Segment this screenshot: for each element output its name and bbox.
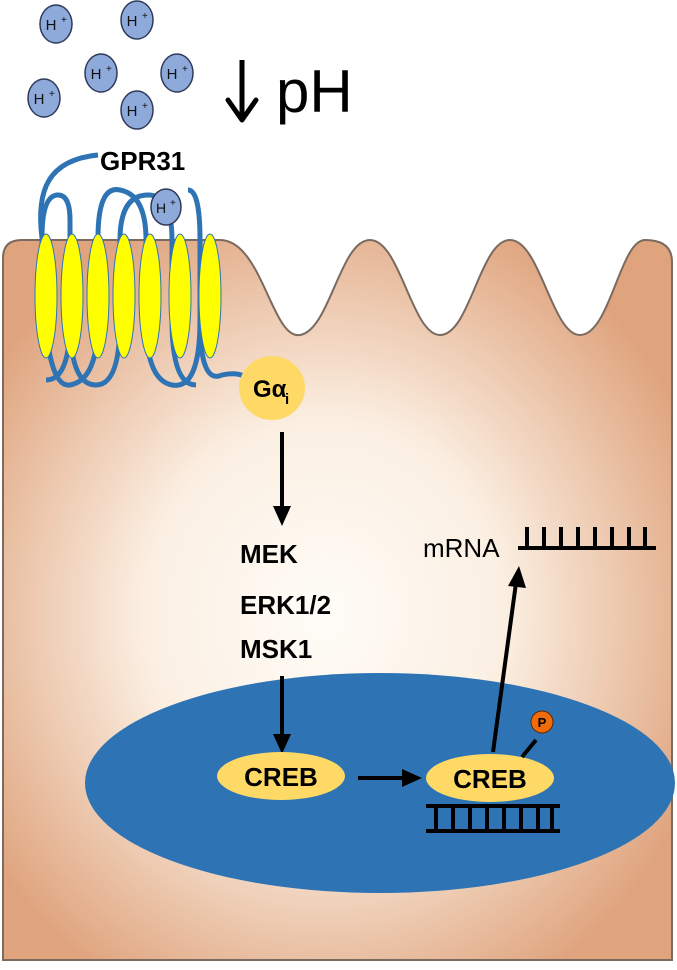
helix-2 bbox=[60, 233, 84, 359]
h-ion: H + bbox=[160, 53, 194, 93]
nucleus bbox=[85, 673, 675, 893]
h-ion-charge: + bbox=[49, 89, 55, 100]
h-ion-charge: + bbox=[142, 101, 148, 112]
h-ion-label: H bbox=[91, 66, 102, 83]
arrow-head-icon bbox=[273, 734, 291, 754]
helix-6 bbox=[168, 233, 192, 359]
proton-ions: H + H + H + H + H + H + H bbox=[27, 0, 194, 226]
ph-label: pH bbox=[276, 58, 353, 125]
arrow-head-icon bbox=[273, 506, 291, 526]
creb-right-label: CREB bbox=[453, 764, 527, 794]
helix-7 bbox=[198, 233, 222, 359]
kinase-erk: ERK1/2 bbox=[240, 590, 331, 620]
phospho-bond bbox=[520, 738, 538, 759]
g-alpha-i: Gα i bbox=[239, 356, 305, 420]
creb-phosphorylated: CREB P bbox=[426, 710, 554, 802]
h-ion-charge: + bbox=[106, 64, 112, 75]
g-protein-label: Gα bbox=[253, 376, 287, 403]
h-ion: H + bbox=[120, 90, 154, 130]
helix-5 bbox=[138, 233, 162, 359]
mrna-label: mRNA bbox=[423, 533, 500, 563]
g-protein-subscript: i bbox=[285, 391, 289, 408]
helix-1 bbox=[34, 233, 58, 359]
h-ion: H + bbox=[84, 53, 118, 93]
arrow-creb-to-mrna bbox=[491, 582, 518, 753]
h-ion-label: H bbox=[34, 91, 45, 108]
phosphate-icon bbox=[530, 710, 554, 734]
phospho-label: P bbox=[538, 715, 547, 730]
mrna: mRNA bbox=[423, 527, 656, 563]
dna-ladder bbox=[426, 804, 560, 833]
ph-decrease: pH bbox=[225, 58, 353, 125]
receptor-label: GPR31 bbox=[100, 146, 185, 176]
arrow-head-icon bbox=[402, 769, 422, 787]
h-ion: H + bbox=[120, 0, 154, 40]
h-ion: H + bbox=[27, 78, 61, 118]
h-ion-label: H bbox=[156, 200, 166, 216]
kinase-mek: MEK bbox=[240, 539, 298, 569]
h-ion-label: H bbox=[46, 17, 57, 34]
h-ion-charge: + bbox=[61, 15, 67, 26]
h-ion-label: H bbox=[167, 66, 178, 83]
h-ion-label: H bbox=[127, 103, 138, 120]
creb-left-label: CREB bbox=[244, 762, 318, 792]
down-arrow-head-icon bbox=[225, 97, 259, 123]
h-ion-charge: + bbox=[142, 11, 148, 22]
h-ion-charge: + bbox=[182, 64, 188, 75]
gpr31-receptor bbox=[34, 152, 246, 388]
h-ion-label: H bbox=[127, 13, 138, 30]
helix-3 bbox=[86, 233, 110, 359]
arrow-head-icon bbox=[508, 566, 526, 588]
h-ion: H + bbox=[39, 4, 73, 44]
helix-4 bbox=[112, 233, 136, 359]
kinase-msk1: MSK1 bbox=[240, 634, 312, 664]
h-ion-charge: + bbox=[170, 198, 176, 209]
creb-unphosphorylated: CREB bbox=[217, 752, 345, 800]
mrna-strand bbox=[518, 527, 656, 550]
receptor-loops bbox=[39, 187, 246, 388]
h-ion-bound: H + bbox=[150, 188, 182, 226]
